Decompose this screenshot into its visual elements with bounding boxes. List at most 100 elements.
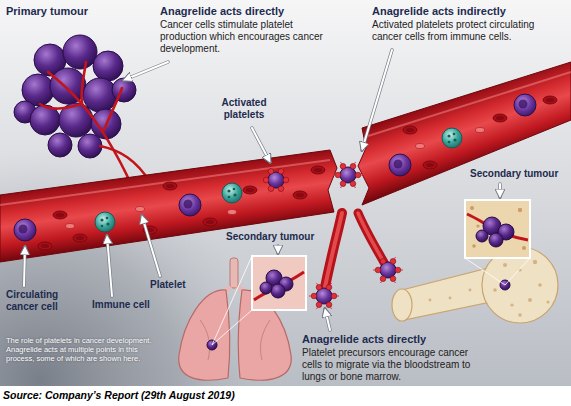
blood-cells (261, 167, 291, 193)
bone (538, 283, 542, 287)
blood-cells (403, 126, 417, 134)
bone (503, 263, 507, 267)
bone (392, 289, 412, 321)
blood-cells (476, 128, 485, 133)
leader-arrow (107, 236, 112, 296)
secondary-tumour-inset (518, 208, 522, 212)
blood-cells (14, 219, 36, 241)
blood-vessel (324, 213, 342, 292)
secondary-tumour-inset (212, 256, 252, 345)
leader-arrow (362, 50, 392, 150)
callout-text: Cancer cells stimulate platelet producti… (160, 19, 325, 55)
part-label: Secondary tumour (226, 231, 314, 243)
leader-arrow (252, 128, 270, 162)
blood-cells (222, 183, 242, 203)
blood-cells (389, 154, 411, 176)
lungs (179, 290, 230, 380)
secondary-tumour-inset (465, 200, 530, 258)
blood-cells (66, 224, 75, 229)
blood-cells (243, 186, 257, 194)
secondary-tumour-inset (260, 282, 272, 294)
part-label: Immune cell (92, 299, 150, 311)
blood-vessel (0, 150, 337, 262)
background (0, 0, 571, 386)
figure-caption: The role of platelets in cancer developm… (6, 336, 164, 363)
callout-text: Platelet precursors encourage cancer cel… (302, 347, 487, 383)
secondary-tumour-inset (252, 256, 306, 310)
blood-cells (53, 211, 67, 219)
blood-cells (228, 210, 237, 215)
part-label: Primary tumour (6, 5, 88, 18)
blood-vessel (358, 62, 571, 205)
primary-tumour (48, 133, 72, 157)
leader-arrow (252, 128, 270, 162)
leader-arrow (325, 309, 330, 330)
blood-vessel (0, 160, 330, 205)
callout-text: Activated platelets protect circulating … (372, 19, 564, 43)
secondary-tumour-inset (476, 224, 479, 227)
leader-arrow (325, 309, 330, 330)
secondary-tumour-inset (476, 230, 488, 242)
secondary-tumour-inset (470, 206, 474, 210)
blood-cells (442, 128, 462, 148)
secondary-tumour-inset (489, 233, 503, 247)
leader-arrow (24, 50, 500, 330)
primary-tumour (40, 62, 150, 186)
blood-cells (493, 114, 507, 122)
bone (547, 301, 550, 304)
background (0, 0, 571, 386)
part-label: Circulating cancer cell (6, 289, 72, 313)
callout-heading: Anagrelide acts directly (160, 5, 284, 18)
lungs (179, 258, 292, 380)
secondary-tumour-inset (472, 244, 476, 248)
blood-vessel (324, 213, 342, 292)
leader-arrow (142, 216, 160, 276)
blood-cells (514, 94, 536, 116)
blood-cells (333, 162, 363, 188)
leader-arrow (142, 216, 160, 276)
blood-cells (543, 96, 557, 104)
leader-arrow (124, 62, 168, 80)
primary-tumour (48, 72, 132, 186)
callout-heading: Anagrelide acts indirectly (372, 5, 506, 18)
bone (449, 297, 452, 300)
blood-cells (136, 207, 145, 212)
background (0, 0, 571, 386)
blood-cells (38, 242, 52, 250)
blood-vessel (368, 72, 571, 136)
leader-arrow (24, 50, 500, 330)
primary-tumour (40, 104, 82, 109)
primary-tumour (78, 134, 102, 158)
leader-arrow (499, 184, 501, 197)
primary-tumour (63, 35, 97, 69)
lungs (230, 258, 238, 288)
blood-cells (203, 218, 217, 226)
blood-cells (293, 191, 307, 199)
blood-cells (309, 283, 339, 309)
blood-cells (311, 166, 325, 174)
blood-cells (416, 144, 425, 149)
part-label: Secondary tumour (470, 168, 558, 180)
bone (429, 260, 550, 317)
leader-arrow (124, 62, 168, 80)
lungs (200, 320, 270, 360)
bone (469, 289, 472, 292)
part-label: Platelet (150, 279, 186, 291)
callout-heading: Anagrelide acts directly (302, 333, 426, 346)
bone (510, 303, 513, 306)
leader-arrow (24, 247, 25, 286)
leader-arrow (362, 50, 392, 150)
blood-cells (95, 212, 115, 232)
secondary-tumour-inset (470, 206, 526, 250)
blood-cells (73, 234, 87, 242)
bone (533, 260, 537, 264)
bone (429, 299, 432, 302)
primary-tumour (83, 78, 117, 112)
leader-arrow (498, 184, 501, 197)
blood-cells (423, 161, 437, 169)
part-label: Activated platelets (212, 97, 276, 121)
source-note: Source: Company’s Report (29th August 20… (3, 389, 235, 402)
primary-tumour (93, 51, 123, 81)
